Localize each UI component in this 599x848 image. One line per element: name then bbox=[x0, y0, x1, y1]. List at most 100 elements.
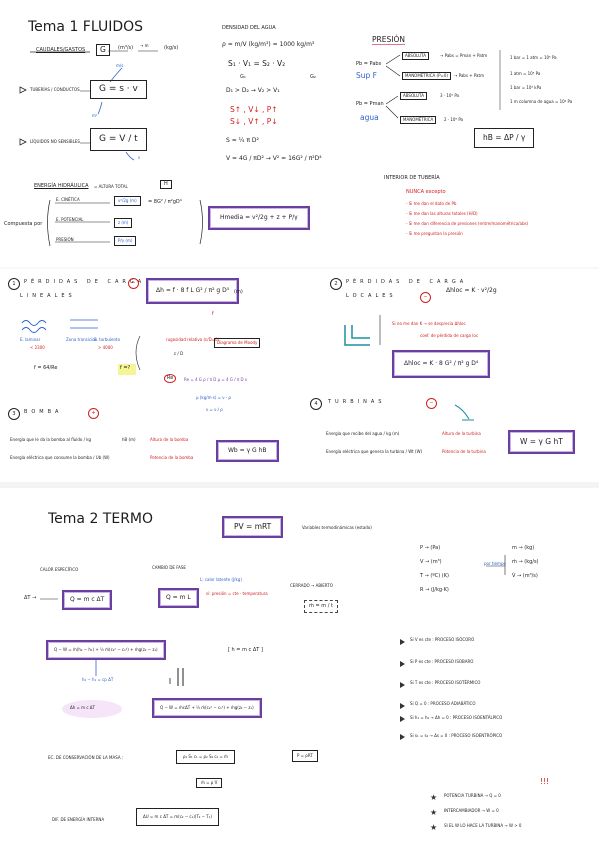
cond-1: - Si me dan el dato de Pb bbox=[406, 201, 457, 206]
m-frac-box: ṁ = m / t bbox=[304, 600, 338, 613]
masa-title: EC. DE CONSERVACIÓN DE LA MASA : bbox=[48, 755, 124, 760]
bomba-l2: Energía eléctrica que consume la bomba /… bbox=[10, 455, 110, 460]
caudales-label: CAUDALES/GASTOS bbox=[36, 47, 86, 53]
velocity-eq: V = 4G / πD² → V² = 16G² / π²D⁴ bbox=[226, 155, 322, 162]
laminar-label: E. laminar bbox=[20, 337, 41, 342]
loc-note-1: Si no me dan K → se desprecia Δhloc bbox=[392, 321, 466, 326]
liquidos-label: LÍQUIDOS NO SENSIBLES bbox=[30, 139, 80, 144]
minus-icon-1: − bbox=[128, 278, 139, 289]
nunca-label: NUNCA excepto bbox=[406, 189, 446, 195]
star-note-1: POTENCIA TURBINA → Q = 0 bbox=[444, 793, 501, 798]
g-symbol-box: G bbox=[96, 44, 110, 56]
minus-icon-3: − bbox=[426, 398, 437, 409]
plus-icon-1: + bbox=[88, 408, 99, 419]
q-eq-box: Q = m c ΔT bbox=[62, 590, 113, 610]
rugosidad-note: rugosidad relativa (ε/D=0) bbox=[166, 337, 220, 342]
dt-label: ΔT → bbox=[24, 595, 37, 601]
e-cinetica: E. CINÉTICA bbox=[56, 197, 80, 202]
h-eq: [ h = m c ΔT ] bbox=[228, 647, 263, 653]
g-units: (m³/s) bbox=[118, 45, 134, 51]
l-note: L: calor latente (J/kg) bbox=[200, 577, 242, 582]
abs-rhs: → Pabs = Pman + Patm bbox=[440, 53, 488, 58]
t-unit: T → (ºC) (K) bbox=[420, 573, 449, 579]
mu-eq: μ (kg/m·s) = ν · ρ bbox=[196, 395, 231, 400]
pot-frac-box: z (m) bbox=[114, 218, 133, 228]
energia-title: ENERGÍA HIDRÁULICA bbox=[34, 183, 89, 189]
svg-text:★: ★ bbox=[430, 793, 437, 802]
primer-eq-box: Q − W = ṁ(h₂ − h₁) + ½ ṁ(c₂² − c₁²) + ṁg… bbox=[46, 640, 166, 660]
mca-conv: 1 m columna de agua = 10⁴ Pa bbox=[510, 99, 573, 104]
dh-eq-box: Δh = f · 8 f L G² / π² g D⁵ bbox=[146, 278, 240, 304]
du-eq-box: ΔU = m c ΔT = m(c₂ − c₁)(T₂ − T₁) bbox=[136, 808, 219, 826]
agua-label: agua bbox=[360, 113, 379, 122]
g-eq-vt-box: G = V / t bbox=[90, 128, 147, 151]
svg-text:★: ★ bbox=[430, 823, 437, 832]
turb-note: Potencia de la turbina bbox=[442, 449, 486, 454]
m-rho-box: ṁ = ρ V̇ bbox=[196, 778, 223, 788]
energia-interna: DIF. DE ENERGÍA INTERNA bbox=[52, 817, 105, 822]
isoent: Si h₁ = h₂ → Δh = 0 : PROCESO ISOENTÁLPI… bbox=[410, 715, 503, 720]
ej-abs-val: 3 · 10⁵ Pa bbox=[440, 93, 460, 98]
turb-l2: Energía eléctrica que genera la turbina … bbox=[326, 449, 423, 454]
ej-abs-box: ABSOLUTA bbox=[400, 92, 427, 100]
transicion-label: Zona transicion bbox=[66, 337, 98, 342]
cerrado-label: CERRADO → ABIERTO bbox=[290, 583, 333, 588]
por-tiempo: por tiempo bbox=[484, 561, 506, 566]
turbinas-title: TURBINAS bbox=[328, 399, 386, 405]
bomba-l1: Energía que le da la bomba al fluido / k… bbox=[10, 437, 92, 442]
ms-label: m/s bbox=[116, 63, 124, 68]
pb-pabs: Pb = Pabs bbox=[356, 61, 382, 67]
arrow-masa: → m bbox=[140, 43, 149, 48]
sup-f: Sup F bbox=[356, 71, 377, 80]
iso-v: Si V es cte : PROCESO ISÓCORO bbox=[410, 637, 475, 642]
r-unit: R → (J/kg·K) bbox=[420, 587, 449, 593]
presion-title: PRESIÓN bbox=[372, 35, 405, 45]
re-val-2: > 4000 bbox=[98, 345, 113, 350]
tuberias-label: TUBERÍAS / CONDUCTOS bbox=[30, 87, 80, 92]
section-3-num: 3 bbox=[8, 408, 20, 420]
cond-4: - Si me preguntan la presión bbox=[406, 231, 463, 236]
nu-eq: ν = ν / ρ bbox=[206, 407, 223, 412]
bomba-hb-note: Altura de la bomba bbox=[150, 437, 189, 442]
s-unit: s bbox=[138, 155, 141, 160]
v-unit: V → (m³) bbox=[420, 559, 442, 565]
manometrica-box: MANOMÉTRICA (P=0) bbox=[402, 72, 451, 80]
pv-eq-box: PV = mRT bbox=[222, 516, 284, 538]
compuesta-label: Compuesta por bbox=[4, 221, 43, 227]
g2-label: G₂ bbox=[310, 74, 316, 80]
dh-flow: Δh = m c ΔT bbox=[70, 705, 95, 710]
s2v2p2: S↓ , V↑ , P↓ bbox=[230, 117, 278, 126]
absoluta-box: ABSOLUTA bbox=[402, 52, 429, 60]
bomba-ub-note: Potencia de la bomba bbox=[150, 455, 194, 460]
g-eq-sv-box: G = s · v bbox=[90, 80, 147, 99]
altura-total: = ALTURA TOTAL bbox=[94, 184, 128, 189]
g1-label: G₁ bbox=[240, 74, 246, 80]
cambio-title: CAMBIO DE FASE bbox=[152, 565, 186, 570]
presion-label: PRESIÓN bbox=[56, 237, 74, 242]
densidad-title: DENSIDAD DEL AGUA bbox=[222, 25, 276, 31]
re-circle: Re bbox=[164, 374, 177, 383]
second-eq-box: Q − W = ṁcΔT + ½ ṁ(c₂² − c₁²) + ṁg(z₂ − … bbox=[152, 698, 262, 718]
cond-2: - Si me dan las alturas totales (H/D) bbox=[406, 211, 478, 216]
star-note-2: INTERCAMBIADOR → W = 0 bbox=[444, 808, 499, 813]
pb-pman: Pb = Pman bbox=[356, 101, 384, 107]
dh-loc-top: Δhloc = K · v²/2g bbox=[446, 287, 497, 294]
diam-eq: D₁ > D₂ → V₂ > V₁ bbox=[226, 87, 280, 94]
continuity-eq: S₁ · V₁ = S₂ · V₂ bbox=[228, 59, 286, 68]
turbulento-label: E. turbulento bbox=[94, 337, 121, 342]
svg-text:★: ★ bbox=[430, 808, 437, 817]
vdot-unit: V̇ → (m³/s) bbox=[512, 573, 538, 579]
atm-conv: 1 atm = 10⁵ Pa bbox=[510, 71, 541, 76]
bar-conv: 1 bar = 1 atm = 10⁵ Pa bbox=[510, 55, 557, 60]
minus-icon-2: − bbox=[420, 292, 431, 303]
mdot-unit: ṁ → (kg/s) bbox=[512, 559, 539, 565]
p-unit: P → (Pa) bbox=[420, 545, 441, 551]
man-rhs: → Pabs + Patm bbox=[454, 73, 484, 78]
exclamations: !!! bbox=[540, 777, 550, 786]
interior-title: INTERIOR DE TUBERÍA bbox=[384, 175, 440, 181]
m2-label: m² bbox=[92, 113, 98, 118]
cond-3: - Si me dan diferencia de presiones (ent… bbox=[406, 221, 529, 226]
adiab: Si Q = 0 : PROCESO ADIABÁTICO bbox=[410, 701, 476, 706]
section-2-num: 2 bbox=[330, 278, 342, 290]
moody-box: Diagrama de Moody bbox=[214, 338, 261, 348]
